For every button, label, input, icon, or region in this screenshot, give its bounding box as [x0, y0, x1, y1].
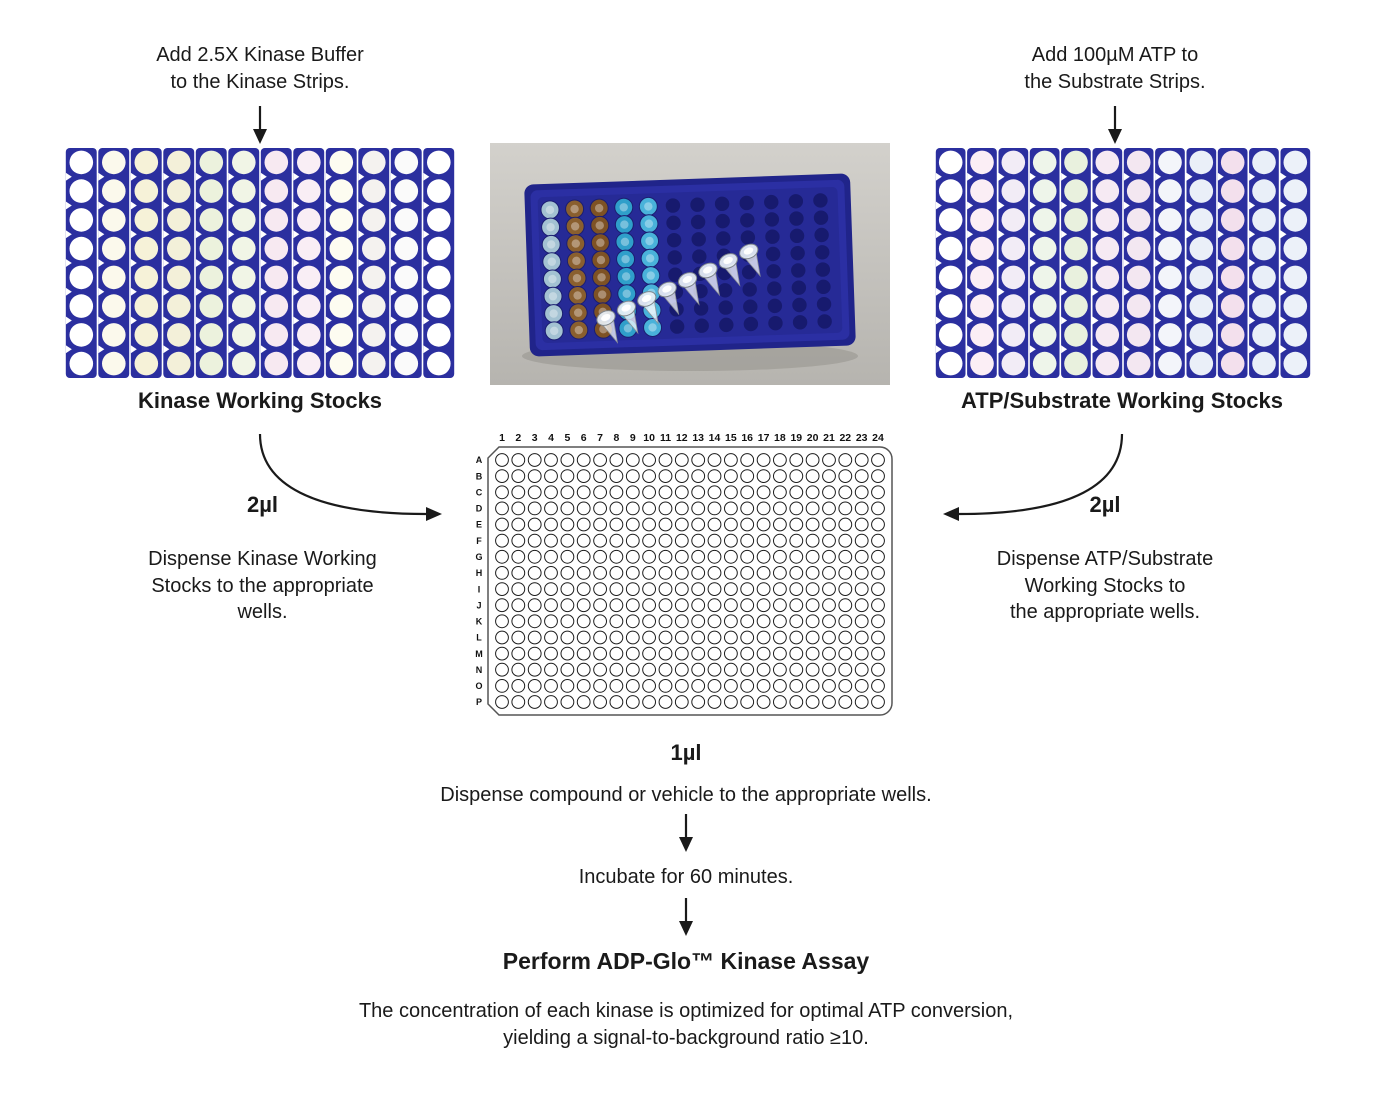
down-arrow-icon — [679, 814, 693, 852]
svg-text:15: 15 — [725, 432, 737, 444]
svg-text:C: C — [476, 488, 483, 498]
svg-text:B: B — [476, 471, 483, 481]
clear-tube-strip — [596, 243, 761, 344]
svg-text:F: F — [476, 536, 482, 546]
left-volume-label: 2µl — [246, 492, 279, 517]
svg-text:N: N — [476, 665, 483, 675]
svg-text:H: H — [476, 568, 483, 578]
svg-text:2: 2 — [515, 432, 521, 444]
svg-text:3: 3 — [532, 432, 538, 444]
svg-text:14: 14 — [709, 432, 721, 444]
svg-text:J: J — [476, 600, 481, 610]
right-dispense-instruction: Dispense ATP/Substrate Working Stocks to… — [996, 548, 1214, 624]
svg-text:I: I — [478, 584, 481, 594]
svg-text:9: 9 — [630, 432, 636, 444]
down-arrow-icon — [1108, 106, 1122, 144]
svg-text:23: 23 — [856, 432, 868, 444]
svg-text:16: 16 — [741, 432, 753, 444]
svg-text:12: 12 — [676, 432, 688, 444]
svg-text:5: 5 — [564, 432, 570, 444]
svg-text:11: 11 — [660, 432, 671, 444]
svg-text:21: 21 — [823, 432, 835, 444]
svg-text:7: 7 — [597, 432, 603, 444]
blue-pcr-plate — [524, 173, 856, 357]
svg-text:D: D — [476, 504, 483, 514]
svg-text:E: E — [476, 520, 482, 530]
svg-text:L: L — [476, 633, 482, 643]
atp-instruction: Add 100µM ATP to the Substrate Strips. — [1024, 44, 1206, 93]
down-arrow-icon — [253, 106, 267, 144]
svg-text:M: M — [475, 649, 483, 659]
right-volume-label: 2µl — [1089, 492, 1121, 517]
assay-title: Perform ADP-Glo™ Kinase Assay — [502, 948, 870, 974]
svg-text:13: 13 — [692, 432, 704, 444]
svg-text:P: P — [476, 697, 482, 707]
svg-text:22: 22 — [839, 432, 851, 444]
kinase-strip-plate — [65, 148, 455, 378]
svg-text:1: 1 — [499, 432, 505, 444]
svg-text:6: 6 — [581, 432, 587, 444]
substrate-strip-plate — [935, 148, 1311, 378]
kinase-stocks-label: Kinase Working Stocks — [137, 388, 383, 413]
down-arrow-icon — [679, 898, 693, 936]
curved-arrow-icon — [943, 434, 1124, 521]
svg-text:10: 10 — [643, 432, 655, 444]
incubate-instruction: Incubate for 60 minutes. — [578, 866, 794, 888]
svg-text:19: 19 — [790, 432, 802, 444]
svg-text:4: 4 — [548, 432, 554, 444]
svg-text:K: K — [476, 617, 483, 627]
atp-stocks-label: ATP/Substrate Working Stocks — [961, 388, 1283, 413]
left-dispense-instruction: Dispense Kinase Working Stocks to the ap… — [148, 548, 377, 624]
svg-text:24: 24 — [872, 432, 884, 444]
compound-volume-label: 1µl — [670, 740, 702, 765]
pcr-plate-photo — [490, 143, 890, 385]
svg-text:17: 17 — [758, 432, 770, 444]
kinase-buffer-instruction: Add 2.5X Kinase Buffer to the Kinase Str… — [156, 44, 364, 93]
svg-text:8: 8 — [613, 432, 619, 444]
svg-text:O: O — [475, 681, 482, 691]
assay-note: The concentration of each kinase is opti… — [358, 1000, 1014, 1049]
svg-text:G: G — [475, 552, 482, 562]
svg-text:18: 18 — [774, 432, 786, 444]
svg-text:20: 20 — [807, 432, 819, 444]
curved-arrow-icon — [258, 434, 442, 521]
compound-dispense-instruction: Dispense compound or vehicle to the appr… — [440, 784, 932, 806]
svg-text:A: A — [476, 455, 483, 465]
